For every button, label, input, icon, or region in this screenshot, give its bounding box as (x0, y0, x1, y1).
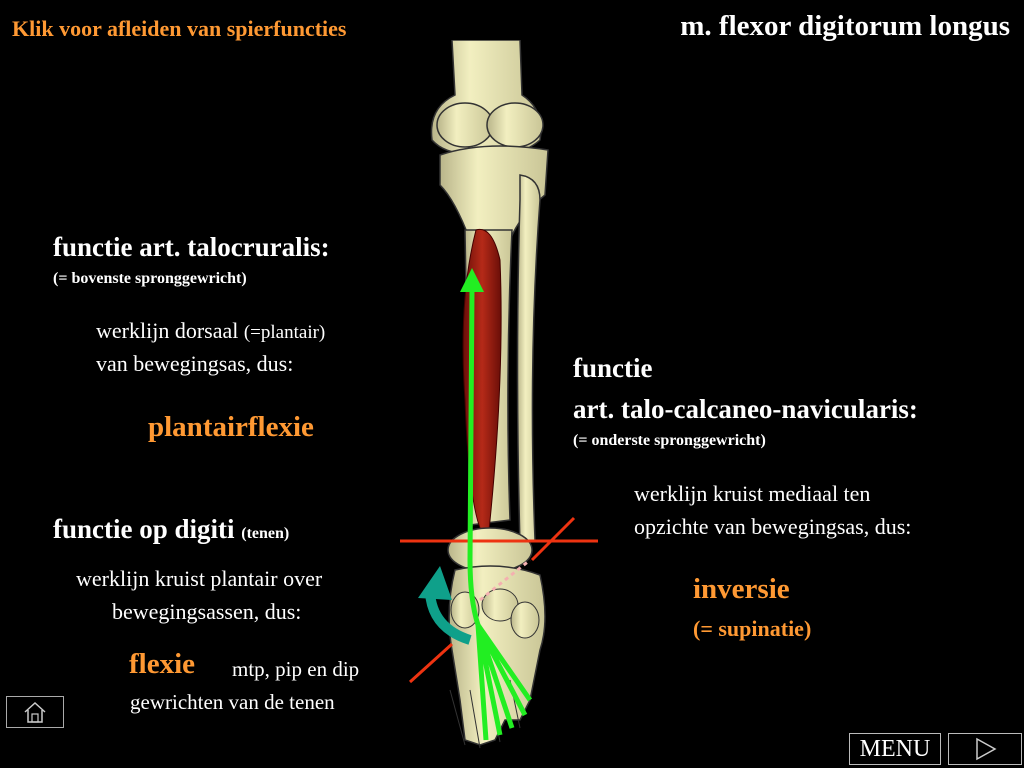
digiti-note2: gewrichten van de tenen (130, 690, 335, 714)
line-of-action-line (467, 289, 481, 626)
talocruralis-line2: van bewegingsas, dus: (96, 351, 294, 376)
home-button[interactable] (6, 696, 64, 728)
play-triangle-icon (976, 737, 997, 761)
digiti-note1: mtp, pip en dip (232, 657, 360, 681)
home-icon (24, 701, 46, 723)
page-title: m. flexor digitorum longus (680, 10, 1010, 42)
subtalar-axis-dotted (479, 558, 531, 602)
leg-anatomy-illustration (400, 40, 598, 749)
derive-functions-link[interactable]: Klik voor afleiden van spierfuncties (12, 16, 347, 41)
next-slide-button[interactable] (948, 733, 1022, 765)
talocruralis-heading: functie art. talocruralis: (53, 232, 330, 262)
talocruralis-line1: werklijn dorsaal (=plantair) (96, 318, 326, 343)
digiti-heading: functie op digiti (tenen) (53, 514, 290, 544)
fibula-bone (516, 174, 541, 547)
talocalcaneo-result: inversie (693, 573, 790, 605)
talocalcaneo-line1: werklijn kruist mediaal ten (634, 481, 871, 506)
toe-axis-line (408, 642, 454, 684)
talocalcaneo-result-note: (= supinatie) (693, 616, 812, 641)
talocruralis-result: plantairflexie (148, 411, 314, 443)
digiti-result: flexie (129, 648, 196, 680)
digiti-line1: werklijn kruist plantair over (76, 566, 323, 591)
talocruralis-subheading: (= bovenste spronggewricht) (53, 270, 247, 287)
subtalar-axis-line (530, 516, 576, 562)
line-of-action-arrowhead (460, 268, 484, 292)
talocalcaneo-heading-line1: functie (573, 353, 653, 383)
digiti-line2: bewegingsassen, dus: (112, 599, 302, 624)
talocalcaneo-heading-line2: art. talo-calcaneo-navicularis: (573, 394, 918, 424)
talocalcaneo-subheading: (= onderste spronggewricht) (573, 432, 766, 449)
talocalcaneo-line2: opzichte van bewegingsas, dus: (634, 514, 912, 539)
menu-button[interactable]: MENU (849, 733, 941, 765)
tendon-lines (475, 623, 533, 741)
